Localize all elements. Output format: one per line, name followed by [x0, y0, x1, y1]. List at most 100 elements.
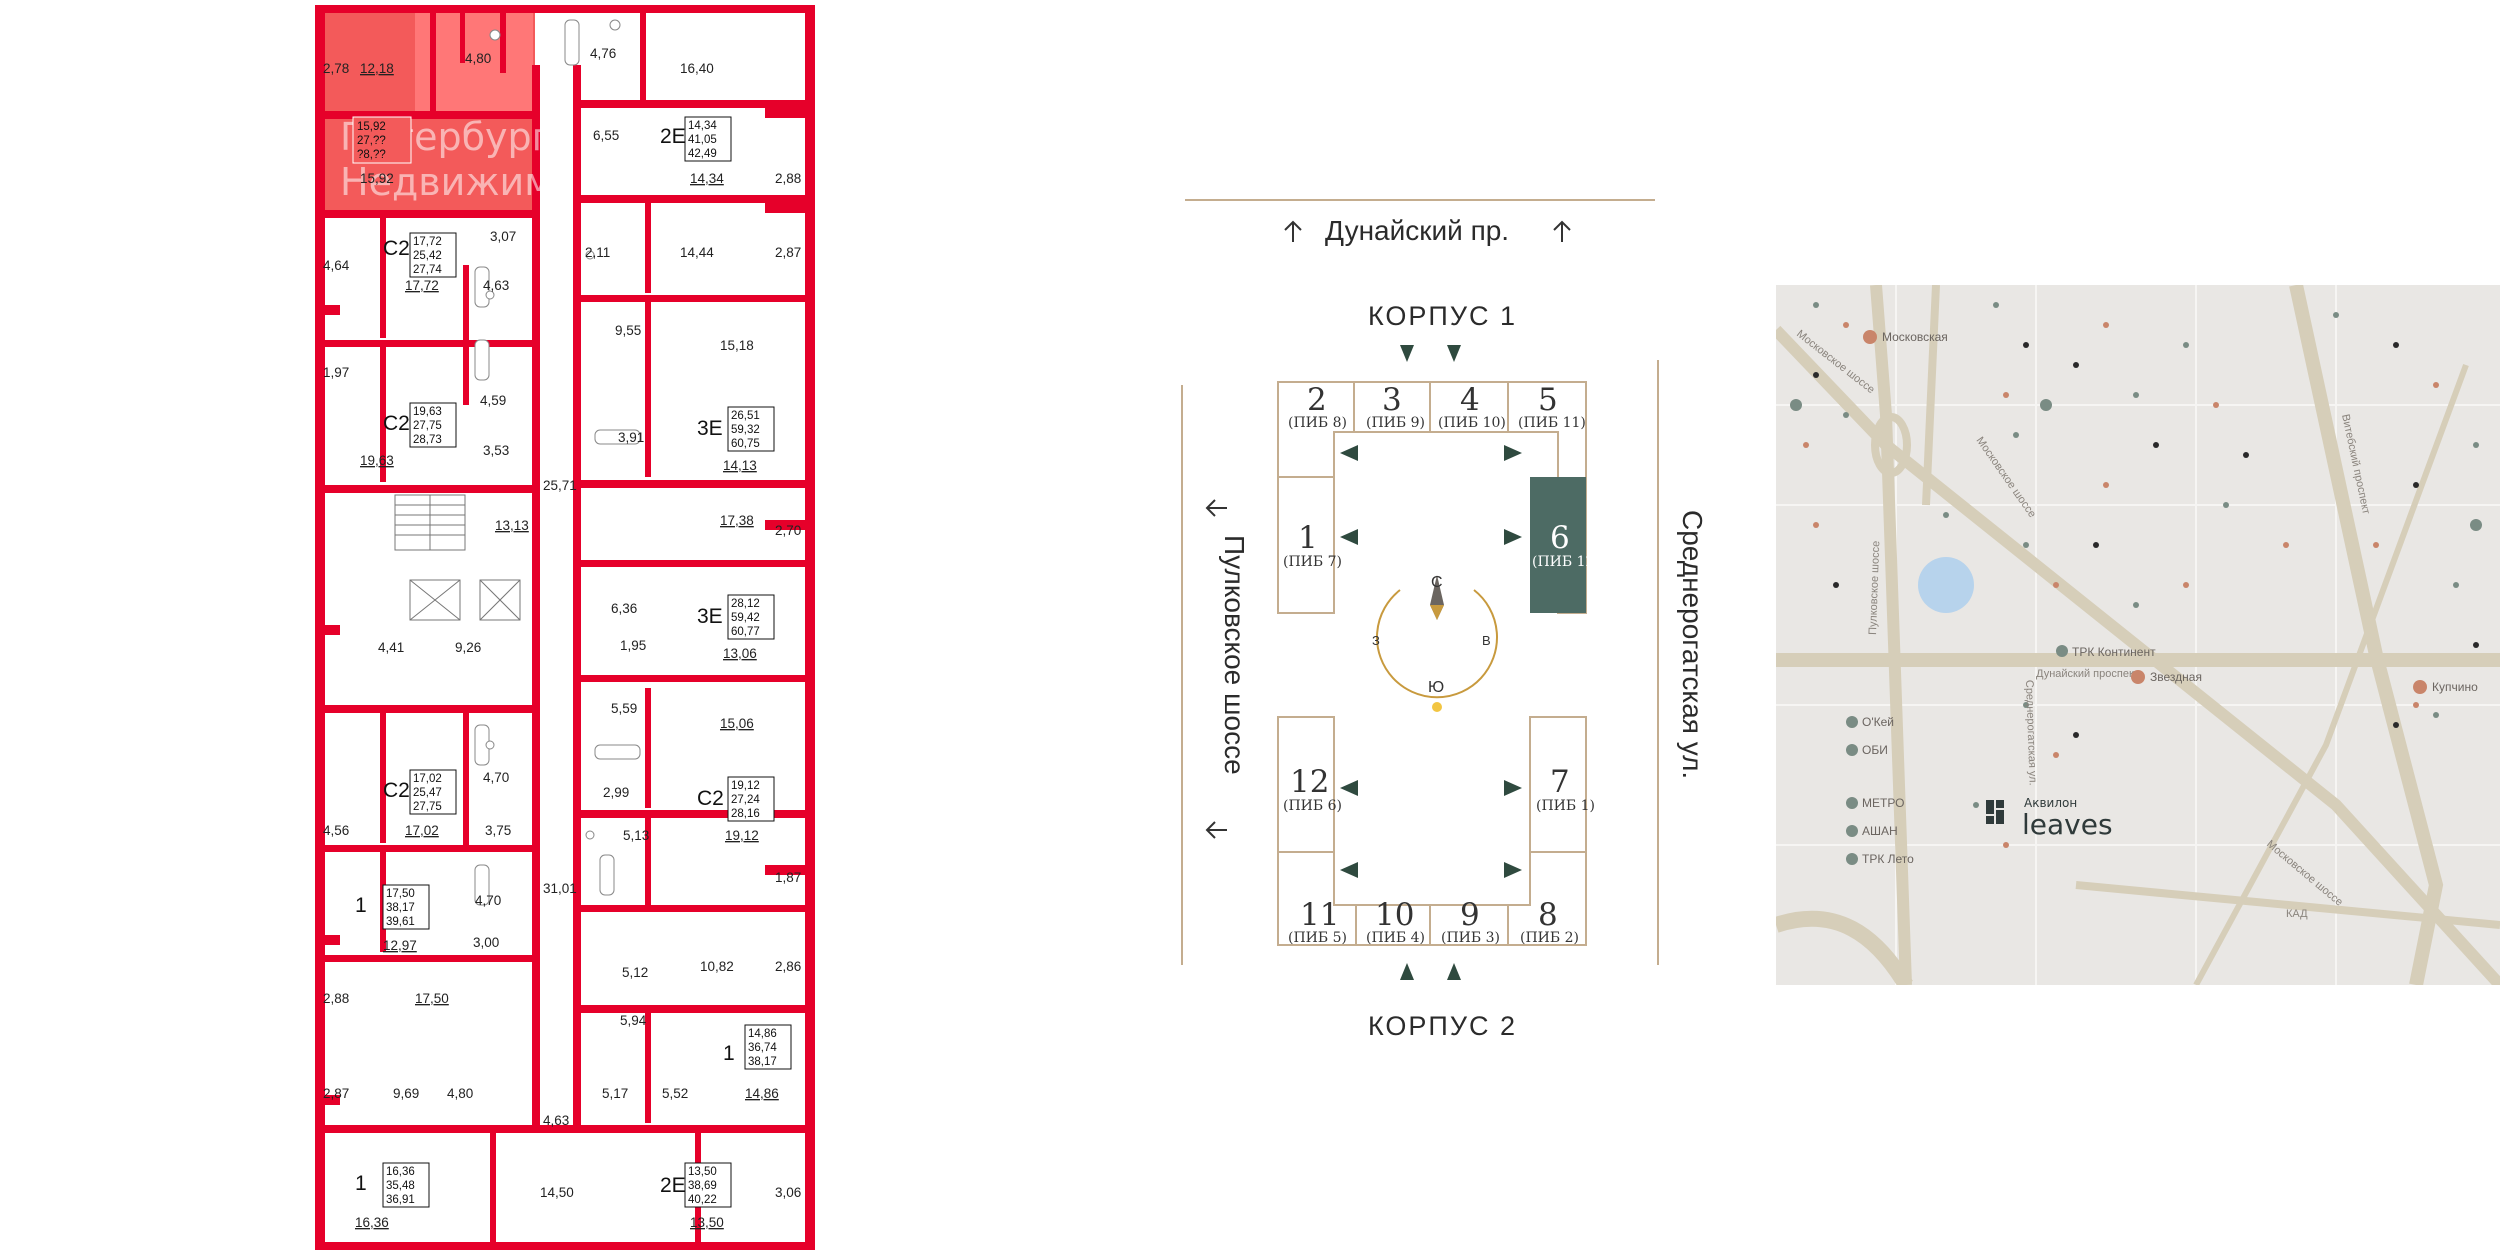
area-label: 4,76: [590, 46, 616, 61]
unit-area: 59,32: [731, 424, 760, 436]
unit-area: 19,12: [731, 780, 760, 792]
section-8-num[interactable]: 8: [1538, 897, 1558, 933]
area-label: 6,55: [593, 128, 619, 143]
unit-area: 36,91: [386, 1194, 415, 1206]
section-10-sub: (ПИБ 4): [1366, 930, 1425, 946]
poi-dots: [1790, 302, 2482, 848]
section-8-sub: (ПИБ 2): [1520, 930, 1579, 946]
section-6-num[interactable]: 6: [1550, 520, 1570, 556]
road-label: Дунайский проспект: [2036, 668, 2139, 680]
unit-area: 60,75: [731, 438, 760, 450]
unit-area: 38,69: [688, 1180, 717, 1192]
unit-type: C2: [697, 787, 724, 810]
unit-area: 38,17: [748, 1056, 777, 1068]
area-label: 1,95: [620, 638, 646, 653]
section-3-num[interactable]: 3: [1382, 382, 1402, 418]
area-label: 31,01: [543, 881, 577, 896]
unit-type: C2: [383, 237, 410, 260]
shop-label: О'Кей: [1862, 715, 1894, 729]
selected-area-living: 15,92: [357, 121, 386, 133]
entrance-arrow-icon: [1447, 345, 1461, 362]
area-label: 17,50: [415, 991, 449, 1006]
mall-icon: [2056, 645, 2068, 657]
area-label: 14,44: [680, 245, 714, 260]
unit-area: 27,75: [413, 420, 442, 432]
unit-area: 42,49: [688, 148, 717, 160]
area-label: 2,99: [603, 785, 629, 800]
unit-type: C2: [383, 779, 410, 802]
area-label: 4,63: [483, 278, 509, 293]
section-12-num[interactable]: 12: [1290, 764, 1329, 800]
metro-icon: [2131, 670, 2145, 684]
area-label: 1,97: [323, 365, 349, 380]
section-6-selected[interactable]: [1530, 477, 1586, 613]
compass-west: З: [1372, 633, 1380, 648]
section-4-num[interactable]: 4: [1460, 382, 1480, 418]
entrance-arrow-icon: [1400, 345, 1414, 362]
area-label: 1,87: [775, 870, 801, 885]
unit-area: 38,17: [386, 902, 415, 914]
unit-type: 3E: [697, 417, 723, 440]
unit-area: 35,48: [386, 1180, 415, 1192]
section-5-num[interactable]: 5: [1538, 382, 1558, 418]
section-11-num[interactable]: 11: [1300, 897, 1339, 933]
shop-label: АШАН: [1862, 824, 1898, 838]
section-7-num[interactable]: 7: [1550, 764, 1570, 800]
arrow-up-icon: [1284, 220, 1571, 242]
compass-east: В: [1482, 633, 1491, 648]
area-label: 4,80: [447, 1086, 473, 1101]
area-label: 4,70: [475, 893, 501, 908]
section-9-sub: (ПИБ 3): [1441, 930, 1500, 946]
area-label: 15,18: [720, 338, 754, 353]
area-label: 13,06: [723, 646, 757, 661]
unit-area: 19,63: [413, 406, 442, 418]
brand-small: Аквилон: [2024, 796, 2077, 810]
area-label: 4,70: [483, 770, 509, 785]
area-label: 4,41: [378, 640, 404, 655]
compass-south: Ю: [1428, 679, 1444, 696]
area-label: 2,88: [775, 171, 801, 186]
unit-area: 26,51: [731, 410, 760, 422]
area-label: 17,72: [405, 278, 439, 293]
shop-label: ТРК Лето: [1862, 852, 1914, 866]
unit-area: 14,34: [688, 120, 717, 132]
lake: [1918, 557, 1974, 613]
area-label: 2,86: [775, 959, 801, 974]
area-label: 4,63: [543, 1113, 569, 1128]
section-10-num[interactable]: 10: [1375, 897, 1414, 933]
unit-area: 40,22: [688, 1194, 717, 1206]
area-label: 14,86: [745, 1086, 779, 1101]
area-label: 15,06: [720, 716, 754, 731]
area-label: 16,36: [355, 1215, 389, 1230]
unit-area: 60,77: [731, 626, 760, 638]
section-scheme: Дунайский пр. КОРПУС 1 Пулковское шоссе …: [1181, 199, 1708, 1041]
unit-area: 41,05: [688, 134, 717, 146]
unit-type: 3E: [697, 605, 723, 628]
metro-label: Звездная: [2150, 670, 2202, 684]
area-label: 4,59: [480, 393, 506, 408]
area-label: 5,13: [623, 828, 649, 843]
area-label: 4,56: [323, 823, 349, 838]
section-9-num[interactable]: 9: [1460, 897, 1480, 933]
selected-area-total: 27,??: [357, 135, 386, 147]
section-1-num[interactable]: 1: [1298, 520, 1318, 556]
unit-area: 59,42: [731, 612, 760, 624]
section-5-sub: (ПИБ 11): [1518, 415, 1586, 431]
area-label: 12,97: [383, 938, 417, 953]
selected-area-full: ?8,??: [357, 149, 386, 161]
shop-icons: [1846, 716, 1858, 865]
unit-area: 17,02: [413, 773, 442, 785]
unit-area: 14,86: [748, 1028, 777, 1040]
unit-type: 1: [355, 894, 367, 917]
area-label: 5,17: [602, 1086, 628, 1101]
corpus-bottom-label: КОРПУС 2: [1368, 1011, 1517, 1041]
unit-area: 28,12: [731, 598, 760, 610]
unit-type: 2E: [660, 125, 686, 148]
area-label: 3,00: [473, 935, 499, 950]
area-label: 15,92: [360, 171, 394, 186]
section-2-num[interactable]: 2: [1307, 382, 1327, 418]
area-label: 5,59: [611, 701, 637, 716]
watermark-line2: Недвижим: [340, 160, 553, 204]
area-label: 9,26: [455, 640, 481, 655]
leaves-logo-icon: [1986, 800, 2004, 824]
